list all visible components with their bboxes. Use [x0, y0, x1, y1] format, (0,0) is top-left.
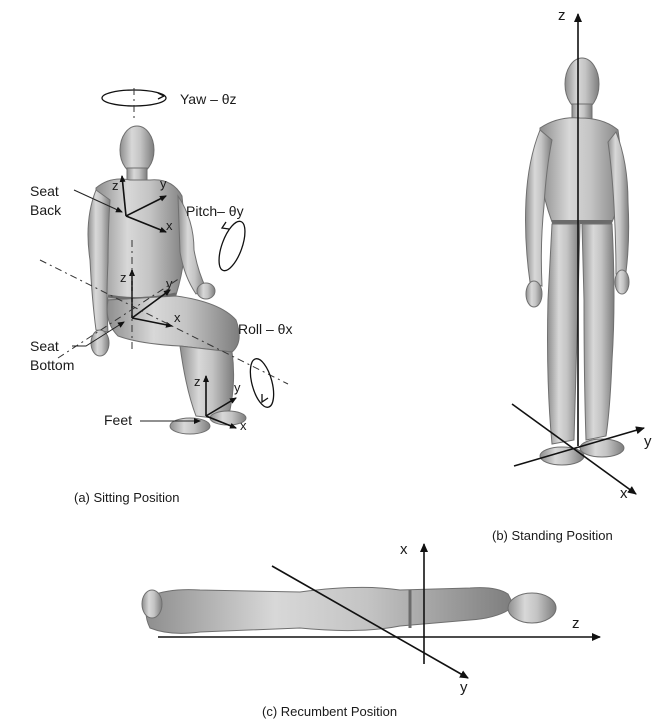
- recumbent-feet: [142, 590, 162, 618]
- seat-bottom-z-label: z: [120, 270, 127, 285]
- sitting-head: [120, 126, 154, 174]
- sitting-foot-left: [170, 418, 210, 434]
- yaw-label: Yaw – θz: [180, 91, 237, 107]
- seat-back-label-line2: Back: [30, 202, 62, 218]
- recumbent-body: [146, 587, 514, 633]
- feet-z-label: z: [194, 374, 201, 389]
- pitch-rotation-arrow: [214, 218, 251, 274]
- roll-label: Roll – θx: [238, 321, 292, 337]
- standing-figure: z y x (b) Standing Position: [492, 7, 652, 543]
- standing-x-label: x: [620, 485, 628, 502]
- standing-caption: (b) Standing Position: [492, 528, 613, 543]
- sitting-hand-right: [197, 283, 215, 299]
- sitting-figure: z y x z y x z y x: [30, 88, 292, 505]
- recumbent-y-label: y: [460, 679, 468, 696]
- recumbent-figure: x z y (c) Recumbent Position: [142, 541, 600, 719]
- standing-foot-right: [580, 439, 624, 457]
- sitting-hand-left: [91, 330, 109, 356]
- standing-z-label: z: [558, 7, 566, 24]
- seat-back-z-label: z: [112, 178, 119, 193]
- recumbent-caption: (c) Recumbent Position: [262, 704, 397, 719]
- seat-back-y-label: y: [160, 176, 167, 191]
- standing-hand-right: [615, 270, 629, 294]
- feet-label: Feet: [104, 412, 132, 428]
- pitch-label: Pitch– θy: [186, 203, 244, 219]
- seat-bottom-x-label: x: [174, 310, 181, 325]
- seat-back-label-line1: Seat: [30, 183, 59, 199]
- seat-bottom-label-line2: Bottom: [30, 357, 74, 373]
- feet-x-label: x: [240, 418, 247, 433]
- recumbent-x-label: x: [400, 541, 408, 558]
- standing-y-label: y: [644, 433, 652, 450]
- sitting-torso: [96, 179, 186, 300]
- feet-y-label: y: [234, 380, 241, 395]
- sitting-caption: (a) Sitting Position: [74, 490, 180, 505]
- seat-back-x-label: x: [166, 218, 173, 233]
- standing-head: [565, 58, 599, 110]
- recumbent-z-label: z: [572, 615, 580, 632]
- seat-bottom-label-line1: Seat: [30, 338, 59, 354]
- standing-hand-left: [526, 281, 542, 307]
- recumbent-head: [508, 593, 556, 623]
- standing-leg-left: [548, 224, 581, 444]
- standing-leg-right: [582, 224, 614, 440]
